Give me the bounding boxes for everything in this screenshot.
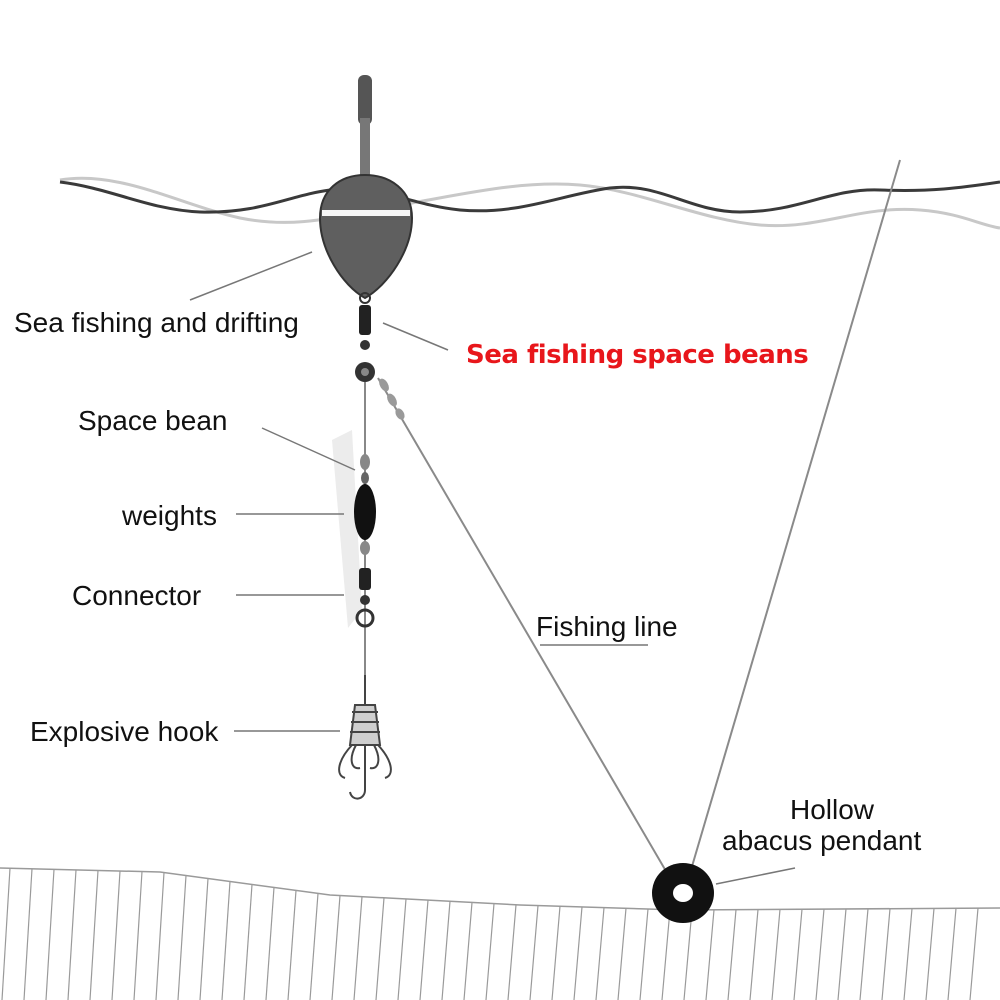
label-hook: Explosive hook: [30, 716, 219, 747]
float-antenna-tip: [358, 75, 372, 125]
line-beads: [379, 378, 405, 420]
water-wave-dark: [59, 180, 1000, 214]
seabed-hatch-line: [661, 909, 671, 1000]
label-pendant-line2: abacus pendant: [722, 825, 922, 856]
seabed-hatch-line: [507, 904, 517, 1000]
seabed-hatch-line: [969, 908, 979, 1000]
label-float: Sea fishing and drifting: [14, 307, 299, 338]
label-connector: Connector: [72, 580, 201, 611]
seabed-hatch-line: [67, 869, 77, 1000]
seabed-hatch-line: [749, 909, 759, 1000]
seabed-hatch-line: [265, 887, 275, 1000]
seabed-hatch-line: [23, 868, 33, 1000]
leader-assembly: [354, 382, 376, 680]
seabed-hatch-line: [441, 901, 451, 1000]
float-body: [318, 173, 414, 300]
float-antenna: [360, 118, 370, 178]
seabed-hatch-line: [133, 871, 143, 1000]
label-space-bean: Space bean: [78, 405, 227, 436]
seabed-hatch-line: [485, 903, 495, 1000]
seabed-hatch-line: [199, 878, 209, 1000]
seabed-hatch-line: [639, 908, 649, 1000]
seabed-hatch-line: [705, 909, 715, 1000]
seabed-hatch-line: [617, 908, 627, 1000]
seabed-hatch-line: [815, 909, 825, 1000]
seabed-hatch-line: [221, 881, 231, 1000]
seabed-hatch-line: [683, 909, 693, 1000]
seabed-hatch-line: [881, 908, 891, 1000]
weight-shape: [354, 484, 376, 540]
main-line-right: [687, 159, 901, 881]
seabed-hatch-line: [903, 908, 913, 1000]
fishing-line: [377, 377, 671, 879]
seabed-hatch-line: [45, 869, 55, 1000]
seabed-hatch-line: [837, 908, 847, 1000]
seabed-hatch-line: [243, 884, 253, 1000]
seabed-hatch-line: [551, 906, 561, 1000]
seabed-hatch-line: [177, 875, 187, 1000]
drift-shadow: [332, 430, 362, 628]
seabed-hatch-line: [793, 909, 803, 1000]
pointer-float: [189, 251, 313, 301]
seabed-hatch-line: [1, 868, 11, 1000]
seabed-hatch-line: [529, 905, 539, 1000]
float: [318, 75, 414, 304]
seabed-hatch-line: [353, 896, 363, 1000]
seabed-hatch-line: [727, 909, 737, 1000]
seabed-hatch-line: [397, 898, 407, 1000]
seabed-hatch-line: [925, 908, 935, 1000]
label-space-beans-main: Sea fishing space beans: [466, 340, 808, 370]
label-fishing-line: Fishing line: [536, 611, 678, 642]
pointer-space-bean: [261, 427, 356, 471]
seabed-hatch-line: [859, 908, 869, 1000]
label-weights: weights: [121, 500, 217, 531]
pointer-pendant: [715, 867, 796, 885]
seabed-hatch-line: [419, 900, 429, 1000]
seabed-hatch-line: [573, 906, 583, 1000]
seabed-hatch-line: [331, 895, 341, 1000]
label-pendant-line1: Hollow: [790, 794, 875, 825]
hollow-abacus-pendant: [652, 863, 714, 923]
pointer-lines: [189, 251, 796, 885]
swivel: [355, 305, 375, 382]
seabed-hatch-line: [595, 907, 605, 1000]
seabed-hatch-line: [947, 908, 957, 1000]
space-bean-shape: [360, 454, 370, 470]
seabed-hatch-line: [309, 893, 319, 1000]
seabed-hatch-line: [375, 897, 385, 1000]
connector-shape: [359, 568, 371, 590]
water-wave-light: [59, 176, 1000, 230]
pointer-space-beans: [382, 322, 449, 351]
seabed-hatch-line: [463, 902, 473, 1000]
seabed-hatch-line: [155, 872, 165, 1000]
seabed-hatch-line: [287, 890, 297, 1000]
seabed-hatch-line: [111, 870, 121, 1000]
seabed-hatch-line: [771, 909, 781, 1000]
seabed: [0, 867, 1000, 1000]
seabed-hatch-line: [89, 870, 99, 1000]
explosive-hook: [338, 675, 392, 800]
